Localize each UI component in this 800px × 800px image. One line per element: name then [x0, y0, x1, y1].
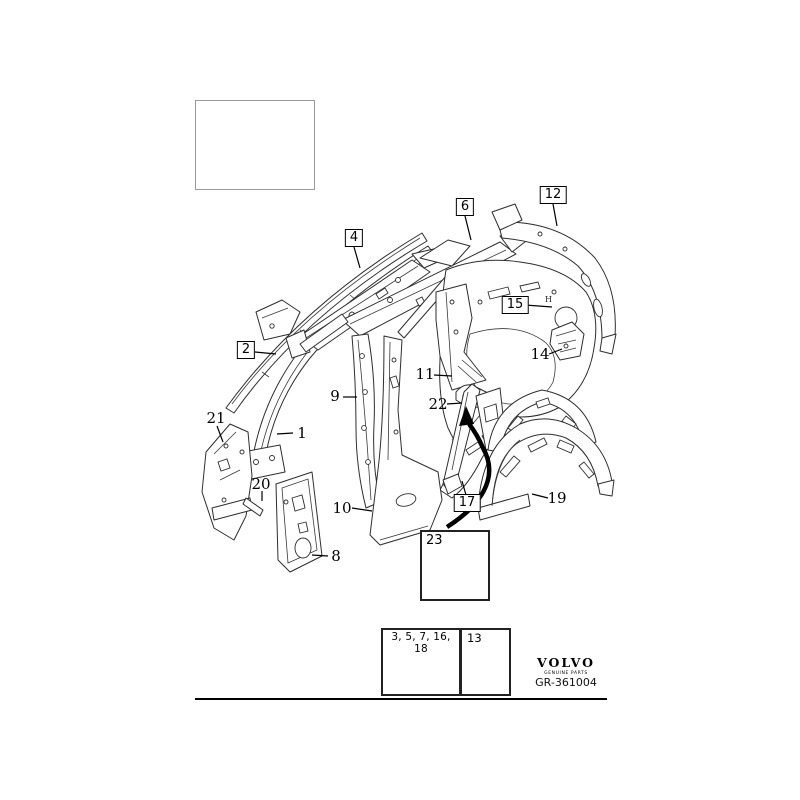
- brand-block: VOLVO GENUINE PARTS: [531, 655, 601, 676]
- callout-21: 21: [206, 409, 226, 427]
- part-11-b-pillar-inner: [435, 283, 487, 391]
- part-10-b-pillar-outer: [369, 335, 443, 546]
- inset-box-23: 23: [420, 530, 490, 601]
- fastener-box-nut: 3, 5, 7, 16, 18: [381, 628, 461, 696]
- part-20-rod: [242, 497, 264, 517]
- callout-20: 20: [251, 475, 271, 493]
- part-8-hinge-pillar-inner: [275, 471, 323, 573]
- car-thumbnail-frame: [195, 100, 315, 190]
- part-21-hinge-pillar: [201, 423, 253, 541]
- callout-box-2: 2: [236, 341, 256, 359]
- cowl-bracket: [255, 299, 301, 341]
- part-19-wheel-arch: [477, 418, 615, 521]
- bottom-rule: [195, 698, 607, 700]
- volvo-wordmark: VOLVO: [536, 655, 596, 670]
- callout-box-6: 6: [455, 198, 475, 216]
- drawing-number: GR-361004: [535, 676, 597, 689]
- leader-lines: [216, 203, 563, 557]
- fastener-spacer-label: 13: [467, 631, 482, 645]
- callout-14: 14: [530, 345, 550, 363]
- callout-box-12: 12: [539, 186, 567, 204]
- part-12-quarter-frame: [491, 203, 617, 355]
- part-9-b-pillar-reinforcement: [351, 333, 381, 509]
- callout-11: 11: [415, 365, 435, 383]
- callout-10: 10: [332, 499, 352, 517]
- callout-1: 1: [297, 424, 307, 442]
- fastener-box-spacer: 13: [460, 628, 511, 696]
- callout-19: 19: [547, 489, 567, 507]
- callout-box-4: 4: [344, 229, 364, 247]
- callout-box-15: 15: [501, 296, 529, 314]
- part-17-strip: [442, 383, 481, 495]
- panel-h-marker: H: [545, 295, 552, 304]
- genuine-parts-tagline: GENUINE PARTS: [544, 671, 588, 676]
- callout-23: 23: [426, 533, 443, 548]
- callout-box-17: 17: [453, 494, 481, 512]
- fastener-nut-label: 3, 5, 7, 16, 18: [391, 631, 451, 655]
- callout-9: 9: [330, 387, 340, 405]
- callout-22: 22: [428, 395, 448, 413]
- callout-8: 8: [331, 547, 341, 565]
